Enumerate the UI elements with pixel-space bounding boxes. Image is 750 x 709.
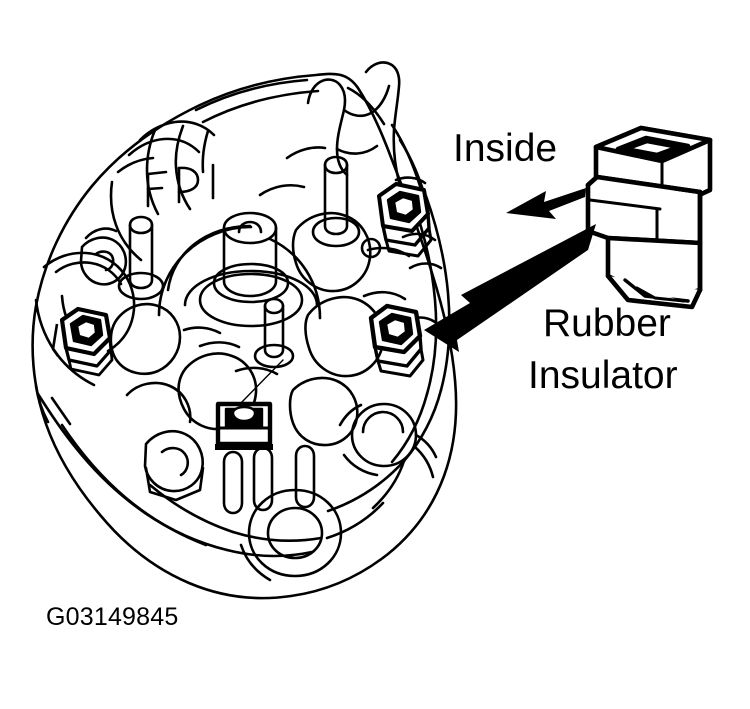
installed-insulator-left (51, 306, 114, 377)
label-insulator: Insulator (528, 354, 678, 397)
label-rubber: Rubber (543, 302, 671, 345)
left-stud (117, 215, 165, 301)
hub-surround-ring (157, 224, 322, 320)
lower-left-hex-nut (143, 430, 205, 502)
right-lower-bolt-boss (338, 402, 438, 477)
lower-mounting-bracket (36, 392, 323, 558)
cast-marking-glyphs (146, 163, 215, 208)
cooling-slots (222, 444, 316, 515)
lower-mounting-boss (239, 488, 343, 582)
installed-insulator-bottom-center (215, 401, 273, 450)
installed-insulator-mid-right (368, 303, 425, 378)
rubber-insulator-detail-part (585, 125, 713, 310)
lower-center-stud (253, 297, 295, 369)
label-inside: Inside (453, 127, 558, 170)
installed-insulator-upper-right (377, 182, 433, 258)
left-bracket-edge (34, 384, 72, 426)
center-hub-boss (183, 211, 319, 328)
upper-center-stud (311, 155, 361, 248)
inside-arrow (506, 188, 586, 219)
upper-left-casting-ribs (109, 120, 216, 262)
top-mounting-ear (306, 61, 401, 184)
rubber-insulator-arrow (424, 224, 601, 352)
right-bracket-arm (325, 445, 435, 540)
upper-left-nut (84, 227, 118, 240)
insulator-leader-line (239, 359, 284, 405)
left-hex-boss (79, 236, 128, 286)
right-rim-arcs (326, 194, 451, 513)
small-round-bump (360, 237, 382, 259)
figure-id-label: G03149845 (46, 603, 179, 631)
